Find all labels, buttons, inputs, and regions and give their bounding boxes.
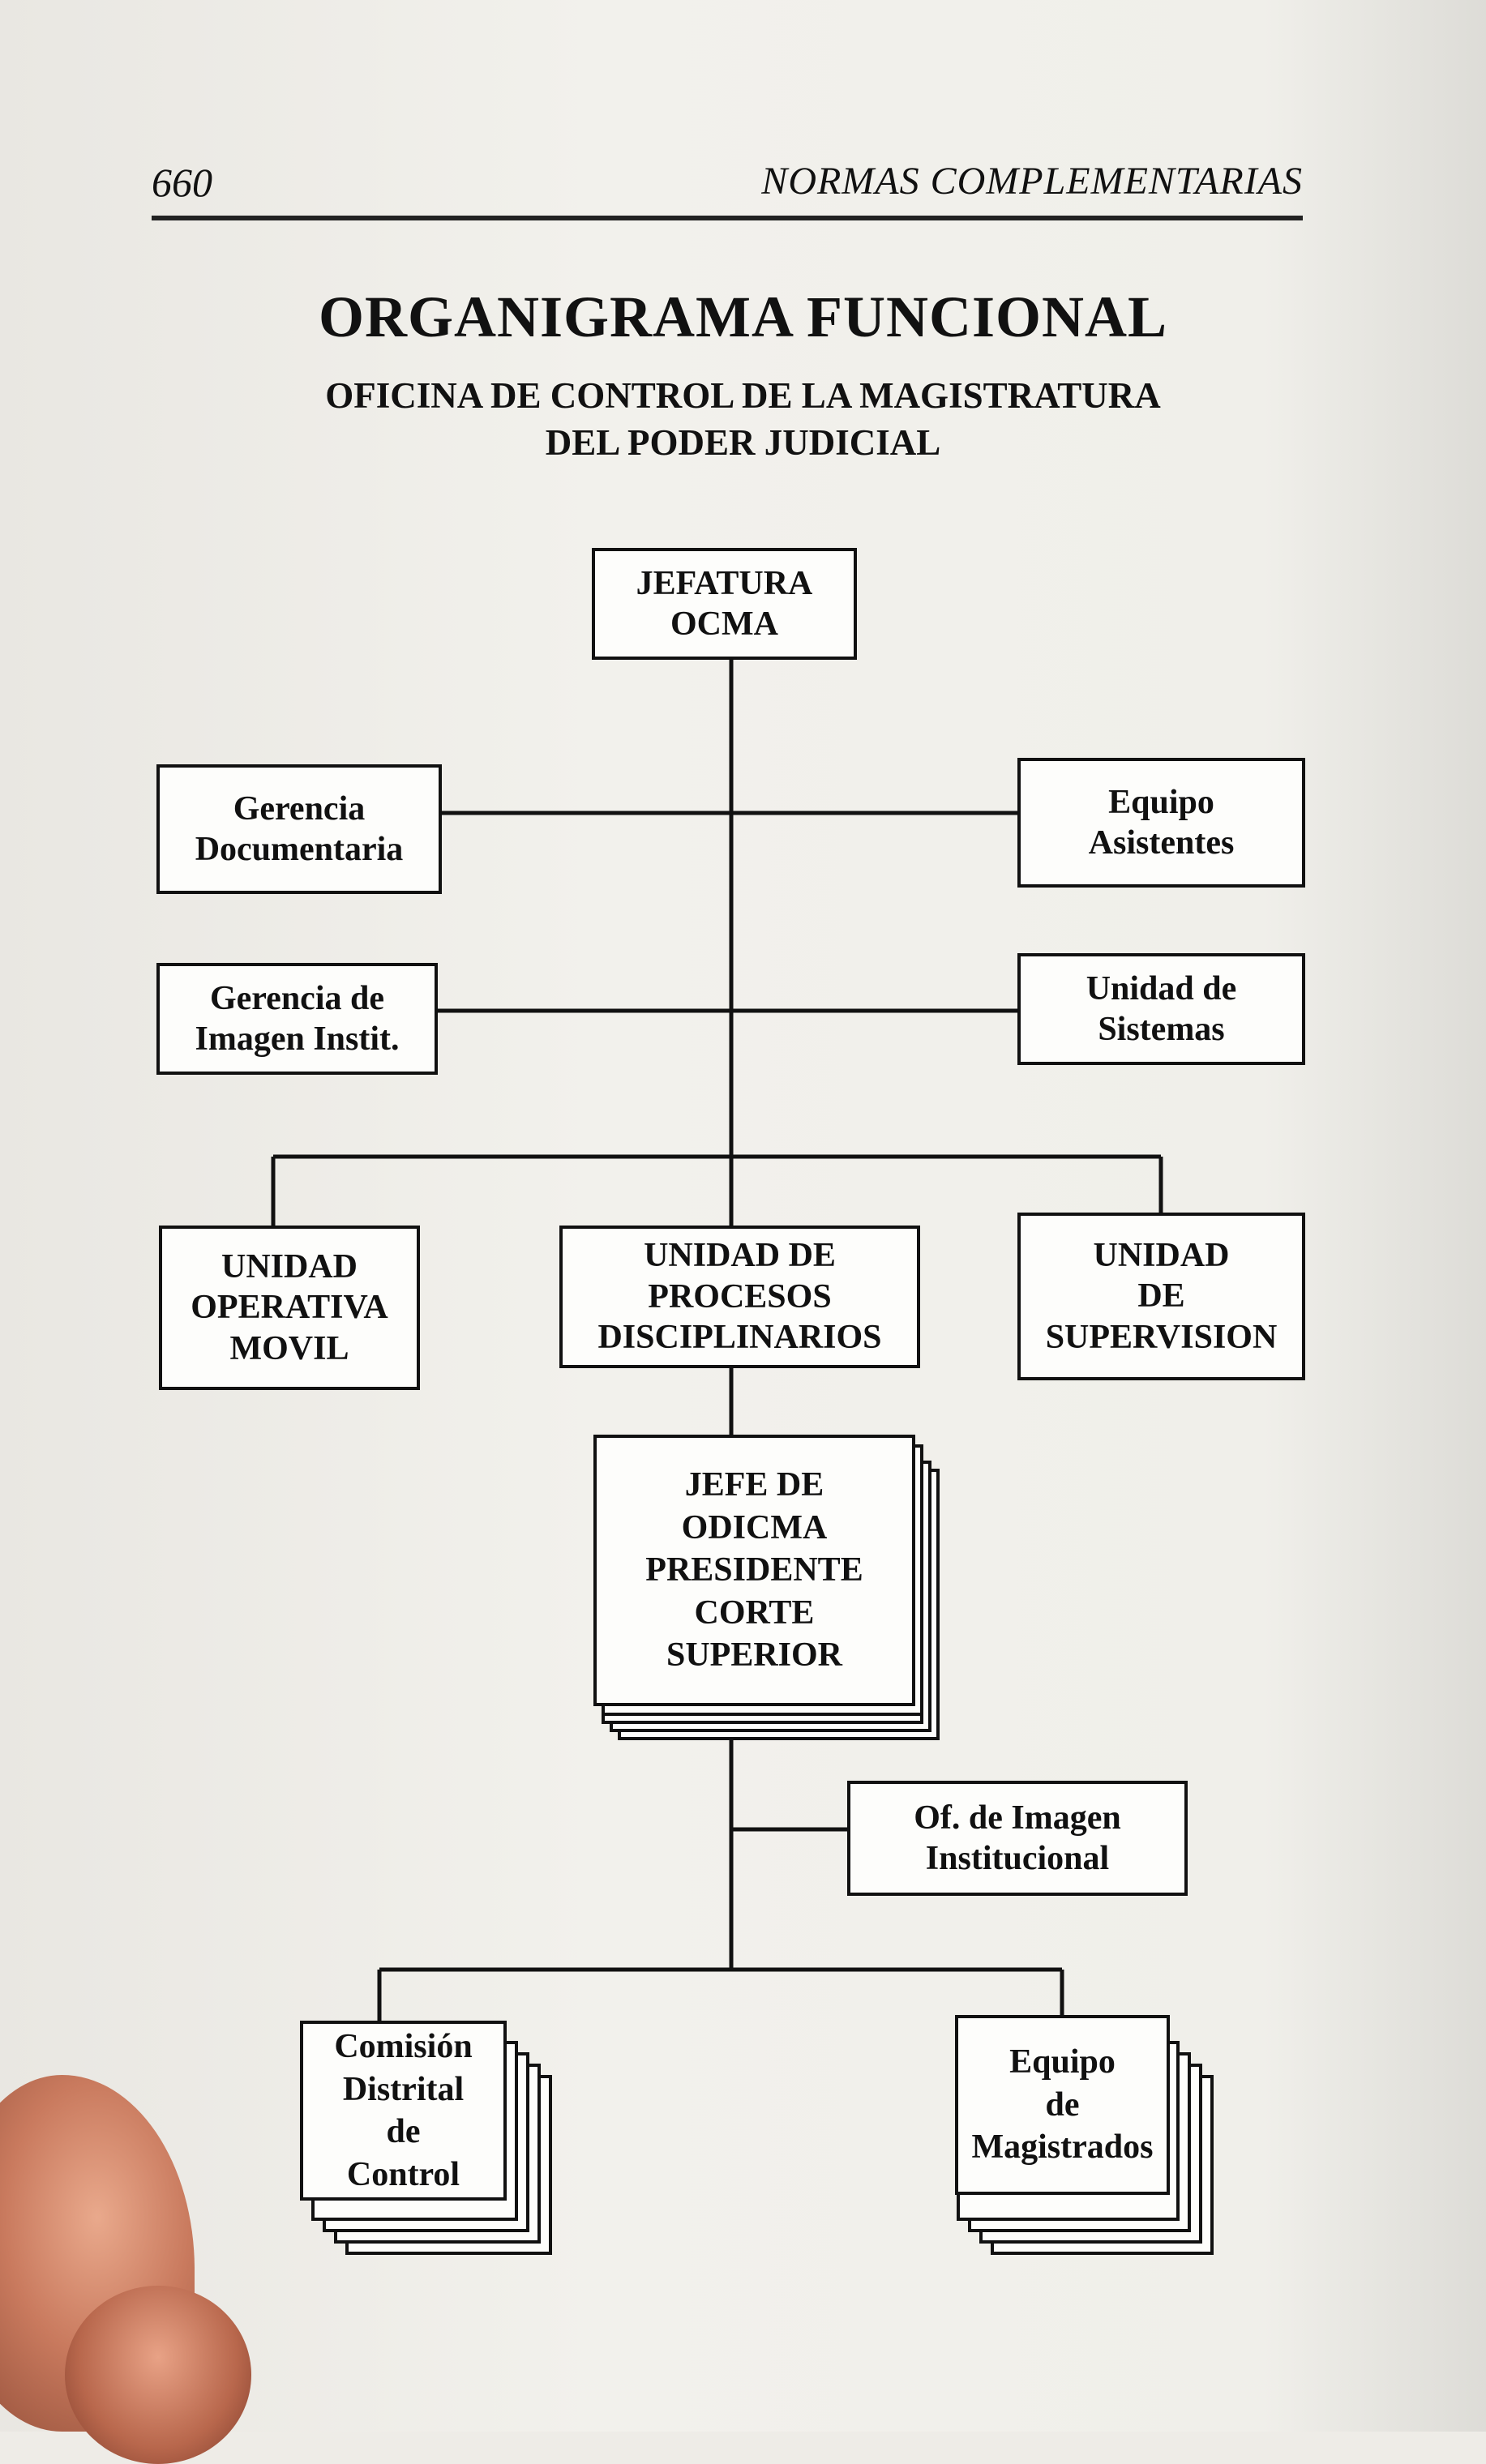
node-equipo-magistrados: Equipo de Magistrados	[955, 2015, 1170, 2195]
finger-photo-artifact-2	[65, 2286, 251, 2464]
running-head: NORMAS COMPLEMENTARIAS	[761, 160, 1303, 203]
page-number: 660	[152, 160, 212, 205]
node-equipo-asistentes: Equipo Asistentes	[1017, 758, 1305, 888]
node-unidad-sistemas: Unidad de Sistemas	[1017, 953, 1305, 1065]
node-unidad-operativa-movil: UNIDAD OPERATIVA MOVIL	[159, 1226, 420, 1390]
node-of-imagen-institucional: Of. de Imagen Institucional	[847, 1781, 1188, 1896]
node-unidad-supervision: UNIDAD DE SUPERVISION	[1017, 1213, 1305, 1380]
chart-subtitle-line1: OFICINA DE CONTROL DE LA MAGISTRATURA	[325, 375, 1161, 416]
node-jefe-odicma: JEFE DE ODICMA PRESIDENTE CORTE SUPERIOR	[593, 1435, 915, 1706]
page-header: 660 NORMAS COMPLEMENTARIAS	[152, 159, 1303, 220]
node-unidad-procesos-disciplinarios: UNIDAD DE PROCESOS DISCIPLINARIOS	[559, 1226, 920, 1368]
chart-title: ORGANIGRAMA FUNCIONAL	[319, 284, 1167, 349]
node-gerencia-documentaria: Gerencia Documentaria	[156, 764, 442, 894]
node-gerencia-imagen: Gerencia de Imagen Instit.	[156, 963, 438, 1075]
node-jefatura-ocma: JEFATURA OCMA	[592, 548, 857, 660]
node-comision-distrital-control: Comisión Distrital de Control	[300, 2021, 507, 2201]
chart-subtitle-line2: DEL PODER JUDICIAL	[545, 422, 941, 463]
